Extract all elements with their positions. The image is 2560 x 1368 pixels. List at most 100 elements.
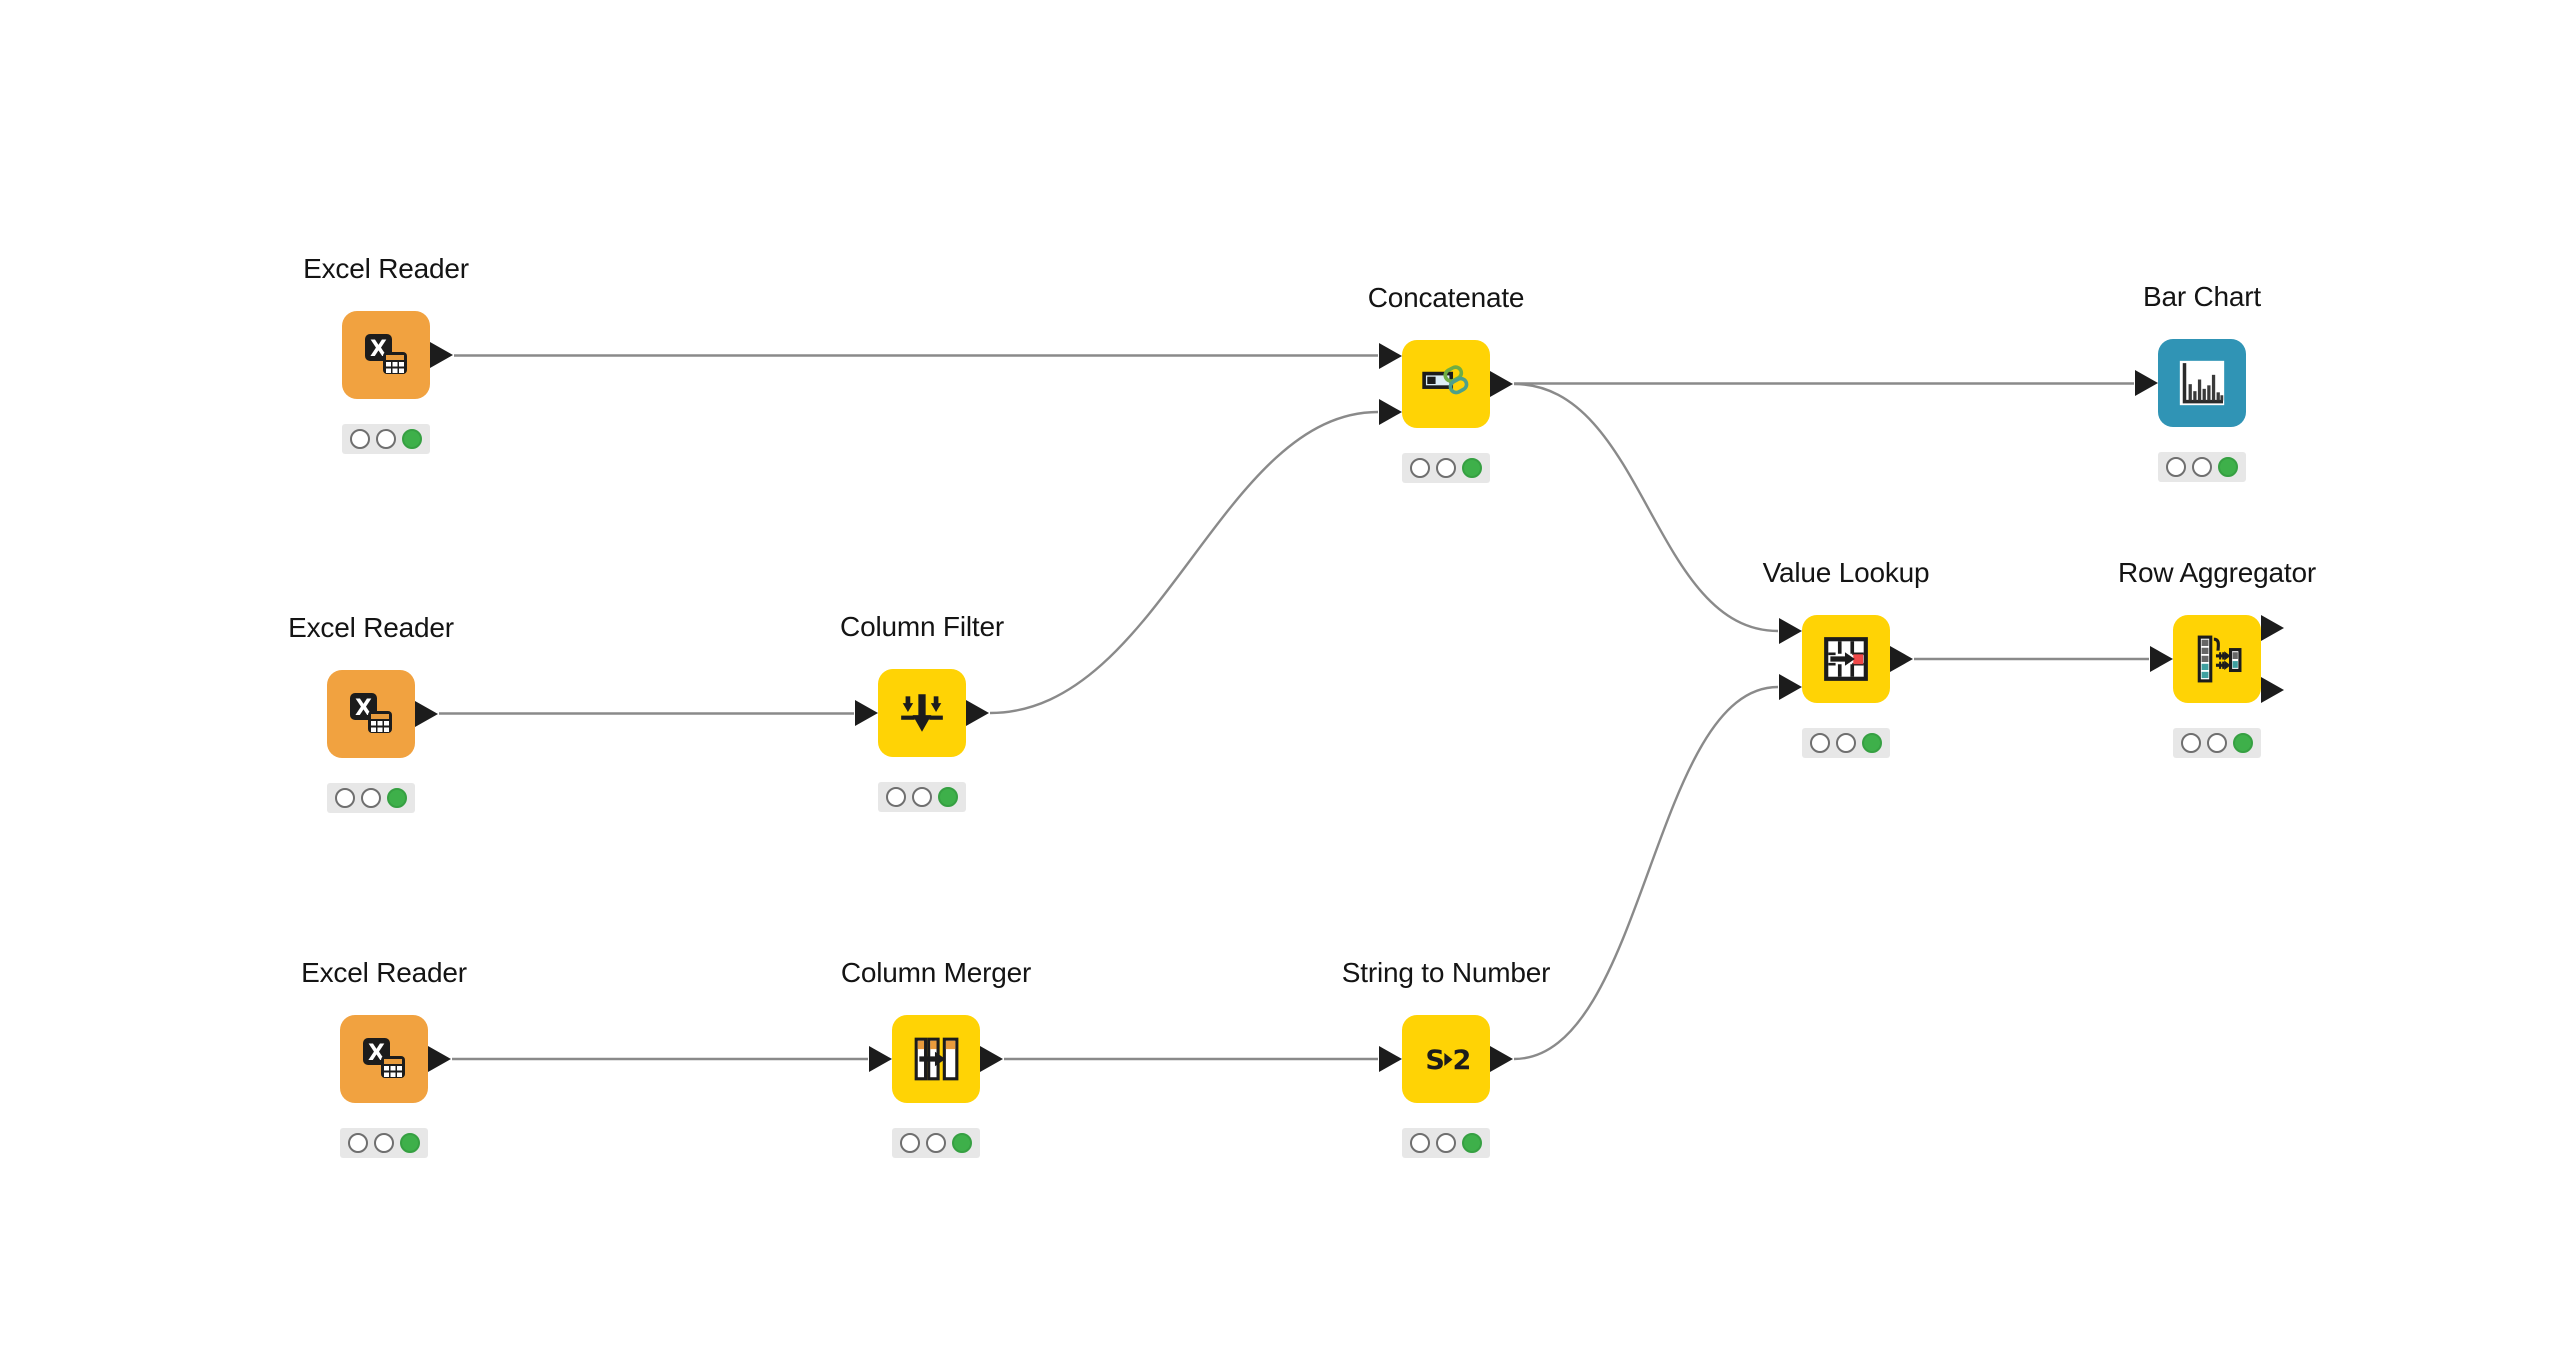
node-excel-reader-2[interactable]: Excel Reader X [288,613,454,813]
input-port-2[interactable] [1379,399,1402,425]
node-body[interactable] [869,1015,1003,1103]
status-traffic-light [892,1128,980,1158]
status-light-idle [348,1133,368,1153]
node-excel-reader-1[interactable]: Excel Reader X [303,254,469,454]
node-body[interactable] [1379,340,1513,428]
node-body[interactable] [1779,615,1913,703]
status-light-executed [1462,1133,1482,1153]
value-lookup-icon [1824,637,1868,681]
node-bar-chart[interactable]: Bar Chart [2135,282,2261,482]
input-port-2[interactable] [1779,674,1802,700]
edge-column-filter-to-concatenate[interactable] [989,410,1379,715]
status-light-executed [387,788,407,808]
svg-text:2: 2 [1453,1045,1472,1076]
excel-icon: X [363,1038,405,1078]
node-label[interactable]: String to Number [1341,957,1551,988]
status-light-configured [1836,733,1856,753]
node-body[interactable]: X [327,670,438,758]
status-light-executed [2233,733,2253,753]
concatenate-icon [1422,365,1469,395]
output-port[interactable] [428,1046,451,1072]
input-port-1[interactable] [1379,343,1402,369]
status-traffic-light [327,783,415,813]
status-light-configured [361,788,381,808]
status-traffic-light [878,782,966,812]
status-light-configured [2207,733,2227,753]
svg-text:X: X [355,696,372,721]
column-filter-icon [901,694,943,732]
node-column-filter[interactable]: Column Filter [840,612,1004,812]
node-concatenate[interactable]: Concatenate [1368,283,1524,483]
node-label[interactable]: Excel Reader [301,957,467,988]
output-port[interactable] [430,342,453,368]
node-body[interactable] [2150,615,2284,703]
status-traffic-light [1402,1128,1490,1158]
node-label[interactable]: Concatenate [1367,282,1525,313]
status-light-executed [402,429,422,449]
status-light-configured [376,429,396,449]
input-port[interactable] [2150,646,2173,672]
status-light-executed [938,787,958,807]
svg-text:X: X [370,337,387,362]
status-light-executed [2218,457,2238,477]
node-row-aggregator[interactable]: Row Aggregator [2118,558,2316,758]
input-port[interactable] [2135,370,2158,396]
output-port[interactable] [980,1046,1003,1072]
status-light-idle [2181,733,2201,753]
input-port-1[interactable] [1779,618,1802,644]
edge-string-to-number-to-value-lookup[interactable] [1513,685,1779,1061]
input-port[interactable] [1379,1046,1402,1072]
output-port[interactable] [415,701,438,727]
node-body[interactable] [855,669,989,757]
node-string-to-number[interactable]: String to Number S 2 [1342,958,1550,1158]
edge-concatenate-to-value-lookup[interactable] [1513,382,1779,633]
status-traffic-light [2158,452,2246,482]
status-light-configured [374,1133,394,1153]
node-label[interactable]: Row Aggregator [2118,557,2316,588]
output-port[interactable] [1490,371,1513,397]
status-light-idle [1410,458,1430,478]
node-body[interactable]: X [340,1015,451,1103]
status-light-idle [2166,457,2186,477]
node-label[interactable]: Bar Chart [2142,281,2262,312]
status-light-idle [335,788,355,808]
status-traffic-light [340,1128,428,1158]
output-port[interactable] [1890,646,1913,672]
node-body[interactable]: X [342,311,453,399]
input-port[interactable] [855,700,878,726]
excel-icon: X [350,693,392,733]
row-aggregator-icon [2197,635,2242,683]
status-traffic-light [1402,453,1490,483]
status-light-idle [886,787,906,807]
status-light-idle [900,1133,920,1153]
output-port-1[interactable] [2261,615,2284,641]
input-port[interactable] [869,1046,892,1072]
column-merger-icon [914,1037,959,1081]
status-light-idle [350,429,370,449]
status-light-idle [1810,733,1830,753]
node-body[interactable]: S 2 [1379,1015,1513,1103]
status-traffic-light [2173,728,2261,758]
node-label[interactable]: Column Merger [840,957,1032,988]
output-port[interactable] [1490,1046,1513,1072]
output-port[interactable] [966,700,989,726]
status-light-configured [2192,457,2212,477]
node-column-merger[interactable]: Column Merger [841,958,1031,1158]
output-port-2[interactable] [2261,677,2284,703]
status-light-executed [400,1133,420,1153]
node-value-lookup[interactable]: Value Lookup [1763,558,1930,758]
status-traffic-light [342,424,430,454]
node-label[interactable]: Excel Reader [288,612,454,643]
svg-text:S: S [1425,1045,1445,1076]
status-light-configured [912,787,932,807]
node-excel-reader-3[interactable]: Excel Reader X [301,958,467,1158]
svg-text:X: X [368,1041,385,1066]
node-body[interactable] [2135,339,2246,427]
bar-chart-icon [2179,360,2225,406]
node-label[interactable]: Excel Reader [303,253,469,284]
status-traffic-light [1802,728,1890,758]
node-label[interactable]: Column Filter [840,611,1004,642]
node-label[interactable]: Value Lookup [1762,557,1930,588]
